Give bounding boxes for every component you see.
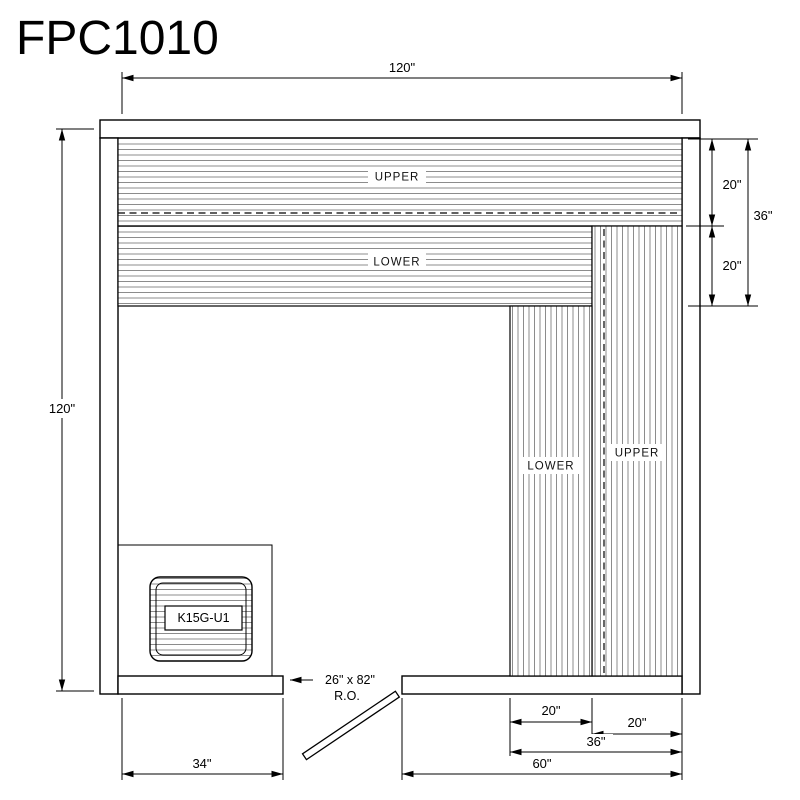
walls [99,119,701,695]
dim-label-right-lower-depth: 20" [722,258,741,273]
right-lower-bench [509,305,593,677]
heater-label-box [164,605,243,631]
dim-left-height: 120" [44,128,94,692]
door-panel [301,690,401,761]
heater-inner-outline [155,582,247,656]
dimensions: 120" 120" 20" 36" 20" [44,60,773,780]
right-upper-bench-label: UPPER [615,448,660,460]
heater-guard-rail [118,544,273,676]
dim-bottom: 20" 20" 36" 60" 34" [121,698,683,780]
top-upper-bench-label: UPPER [375,172,420,184]
dim-label-top-width: 120" [389,60,416,75]
benches: UPPER LOWER LOWER UPPER [117,137,683,677]
dim-right-bench-depths: 20" 36" 20" [686,138,773,307]
heater-model-label: K15G-U1 [177,611,229,625]
door-rough-opening-size: 26" x 82" [325,673,375,687]
dim-label-bottom-upper-width: 20" [627,715,646,730]
dim-label-right-upper-depth: 20" [722,177,741,192]
door: 26" x 82" R.O. [290,673,401,761]
right-wall [681,137,701,695]
dim-top-width: 120" [121,60,683,114]
dim-label-plate [580,734,613,748]
right-lower-bench-label-plate [522,457,580,474]
dim-label-right-total-depth: 36" [753,208,772,223]
dim-label-plate [44,399,81,418]
top-lower-bench-label-plate [368,253,426,270]
top-wall [99,119,701,139]
dim-label-bottom-left-span: 34" [192,756,211,771]
left-wall [99,137,119,695]
dim-label-bottom-total-width: 36" [586,734,605,749]
bottom-wall-right-segment [401,675,683,695]
dim-label-left-height: 120" [49,401,76,416]
top-lower-bench-label: LOWER [373,257,420,269]
page-title: FPC1010 [16,12,219,65]
heater-area: K15G-U1 [118,544,273,676]
dim-label-bottom-lower-width: 20" [541,703,560,718]
bottom-wall-left-segment [117,675,284,695]
door-leaf [301,690,401,761]
dim-label-bottom-right-span: 60" [532,756,551,771]
right-lower-bench-label: LOWER [527,461,574,473]
door-rough-opening-abbr: R.O. [334,689,360,703]
top-upper-bench-label-plate [368,168,426,185]
right-upper-bench-label-plate [608,444,666,461]
top-lower-bench [117,225,593,307]
